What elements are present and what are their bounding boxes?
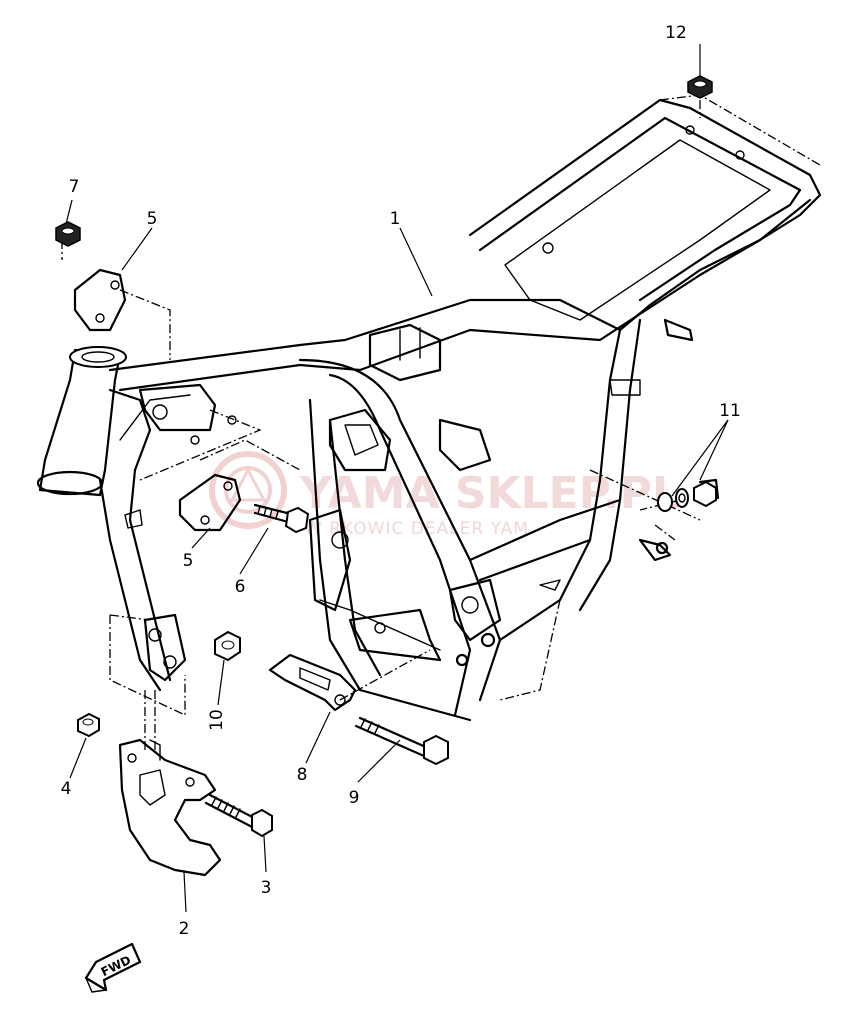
- engine-bracket-part-2-icon: [118, 738, 222, 877]
- nut-part-4-icon: [77, 712, 100, 738]
- callout-labels: 1 2 3 4 5 5 6 7 8 9 10 11 12: [61, 23, 741, 939]
- nut-part-10-icon: [214, 630, 241, 662]
- callout-label-5-lower: 5: [183, 551, 194, 571]
- bracket-part-5-lower-icon: [178, 473, 242, 532]
- callout-label-3: 3: [261, 878, 272, 898]
- bracket-plate-part-8-icon: [268, 653, 357, 712]
- nut-part-12-icon: [687, 75, 713, 99]
- watermark-sub-text: W RKOWIC DEALER YAM: [305, 519, 529, 539]
- fwd-arrow-badge: FWD: [84, 942, 142, 993]
- callout-label-6: 6: [235, 577, 246, 597]
- long-bolt-part-9-icon: [354, 716, 449, 766]
- callout-label-11: 11: [719, 401, 741, 421]
- callout-label-1: 1: [390, 209, 401, 229]
- watermark: YAMA SKLEP.PL W RKOWIC DEALER YAM: [209, 451, 680, 539]
- callout-label-4: 4: [61, 779, 72, 799]
- nut-part-7-icon: [55, 221, 81, 247]
- frame-part-1: [36, 94, 822, 722]
- callout-label-5-upper: 5: [147, 209, 158, 229]
- bracket-part-5-upper-icon: [73, 268, 127, 332]
- callout-label-2: 2: [179, 919, 190, 939]
- callout-label-9: 9: [349, 788, 360, 808]
- leader-lines: [65, 44, 729, 913]
- watermark-main-text: YAMA SKLEP.PL: [299, 468, 680, 519]
- bolt-part-6-icon: [253, 503, 310, 534]
- watermark-logo-icon: [209, 451, 287, 529]
- callout-label-8: 8: [297, 765, 308, 785]
- collar-washer-bolt-part-11-icon: [657, 478, 720, 512]
- callout-label-12: 12: [665, 23, 687, 43]
- callout-label-10: 10: [207, 709, 227, 731]
- callout-label-7: 7: [69, 177, 80, 197]
- bolt-part-3-icon: [204, 793, 273, 838]
